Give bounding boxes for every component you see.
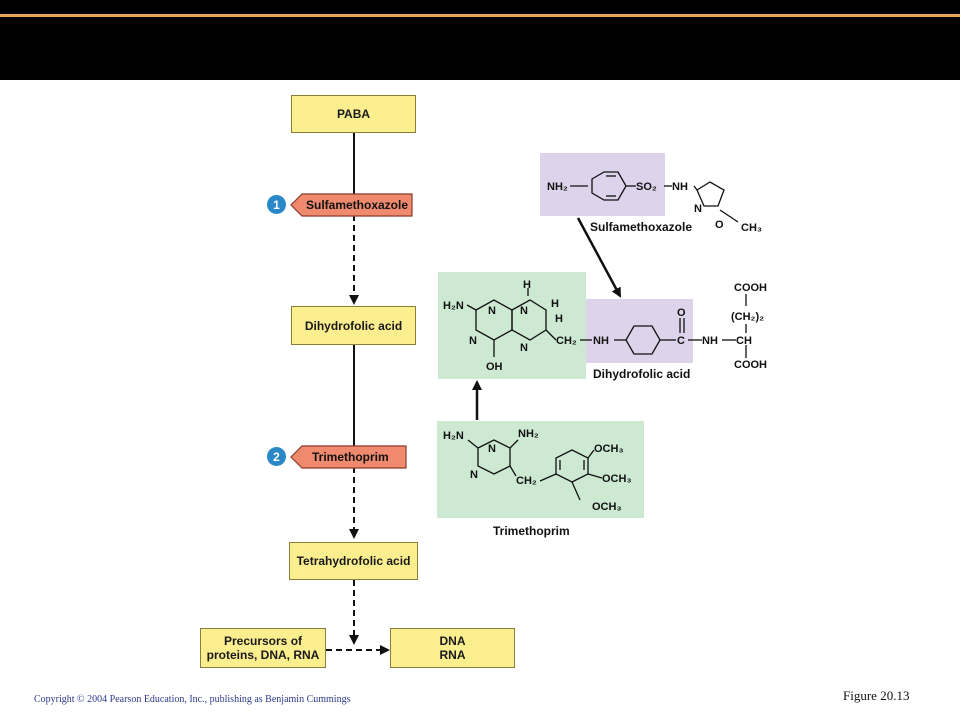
dhf-n2-text: N xyxy=(469,335,477,347)
step-number-2: 2 xyxy=(267,447,286,466)
dhf-o-text: O xyxy=(677,307,686,319)
tmp-n2-text: N xyxy=(470,469,478,481)
sulfa-nh-text: NH xyxy=(672,181,688,193)
header-bar xyxy=(0,0,960,80)
precursors-line2: proteins, DNA, RNA xyxy=(206,648,320,662)
inhibitor-label-1: Sulfamethoxazole xyxy=(306,198,409,212)
dihydrofolic-caption: Dihydrofolic acid xyxy=(593,367,691,381)
header-rule xyxy=(0,14,960,17)
sulfa-n-text: N xyxy=(694,203,702,215)
paba-moiety-panel xyxy=(586,299,693,363)
dihydrofolic-label: Dihydrofolic acid xyxy=(304,318,403,333)
dhf-nh1-text: NH xyxy=(593,335,609,347)
dhf-ch2-2-text: (CH₂)₂ xyxy=(731,311,764,323)
dna-label: DNA xyxy=(439,634,466,648)
dhf-c-text: C xyxy=(677,335,685,347)
trimethoprim-caption: Trimethoprim xyxy=(493,524,570,538)
precursors-box: Precursors of proteins, DNA, RNA xyxy=(200,628,326,668)
tmp-h2n-text: H₂N xyxy=(443,430,464,442)
dhf-h3-text: H xyxy=(555,313,563,325)
dhf-h1-text: H xyxy=(523,279,531,291)
sulfa-binding-arrow xyxy=(576,217,622,298)
tmp-och3-1-text: OCH₃ xyxy=(594,443,624,455)
tmp-och3-2-text: OCH₃ xyxy=(602,473,632,485)
trimethoprim-panel xyxy=(437,421,644,518)
paba-box: PABA xyxy=(291,95,416,133)
inhibitor-trimethoprim: Trimethoprim xyxy=(290,445,407,469)
sulfamethoxazole-panel xyxy=(540,153,665,216)
dihydrofolic-box: Dihydrofolic acid xyxy=(291,306,416,345)
paba-label: PABA xyxy=(336,107,371,121)
tmp-och3-3-text: OCH₃ xyxy=(592,501,622,513)
step-number-1: 1 xyxy=(267,195,286,214)
inhibitor-shape-1 xyxy=(290,193,413,217)
dhf-n1-text: N xyxy=(488,305,496,317)
sulfa-ch3-text: CH₃ xyxy=(741,222,762,234)
tetrahydrofolic-label: Tetrahydrofolic acid xyxy=(296,554,411,568)
rna-label: RNA xyxy=(439,648,466,662)
dhf-n4-text: N xyxy=(520,342,528,354)
precursors-line1: Precursors of xyxy=(223,634,303,648)
tmp-nh2-text: NH₂ xyxy=(518,428,539,440)
sulfa-o-text: O xyxy=(715,219,724,231)
dhf-cooh-bottom-text: COOH xyxy=(734,359,767,371)
dhf-h2n-text: H₂N xyxy=(443,300,464,312)
sulfamethoxazole-caption: Sulfamethoxazole xyxy=(590,220,693,234)
dhf-h2-text: H xyxy=(551,298,559,310)
dhf-cooh-top-text: COOH xyxy=(734,282,767,294)
inhibitor-shape-2 xyxy=(290,445,407,469)
sulfa-so2-text: SO₂ xyxy=(636,181,657,193)
sulfa-nh2-text: NH₂ xyxy=(547,181,568,193)
figure-label: Figure 20.13 xyxy=(843,688,910,703)
dhf-oh-text: OH xyxy=(486,361,503,373)
inhibitor-label-2: Trimethoprim xyxy=(312,450,389,464)
dna-rna-box: DNA RNA xyxy=(390,628,515,668)
dhf-nh2-text: NH xyxy=(702,335,718,347)
dhf-n3-text: N xyxy=(520,305,528,317)
tmp-n1-text: N xyxy=(488,443,496,455)
tetrahydrofolic-box: Tetrahydrofolic acid xyxy=(289,542,418,580)
tmp-ch2-text: CH₂ xyxy=(516,475,537,487)
dhf-ch-text: CH xyxy=(736,335,752,347)
dhf-ch2-text: CH₂ xyxy=(556,335,577,347)
copyright-text: Copyright © 2004 Pearson Education, Inc.… xyxy=(34,694,351,705)
inhibitor-sulfamethoxazole: Sulfamethoxazole xyxy=(290,193,413,217)
